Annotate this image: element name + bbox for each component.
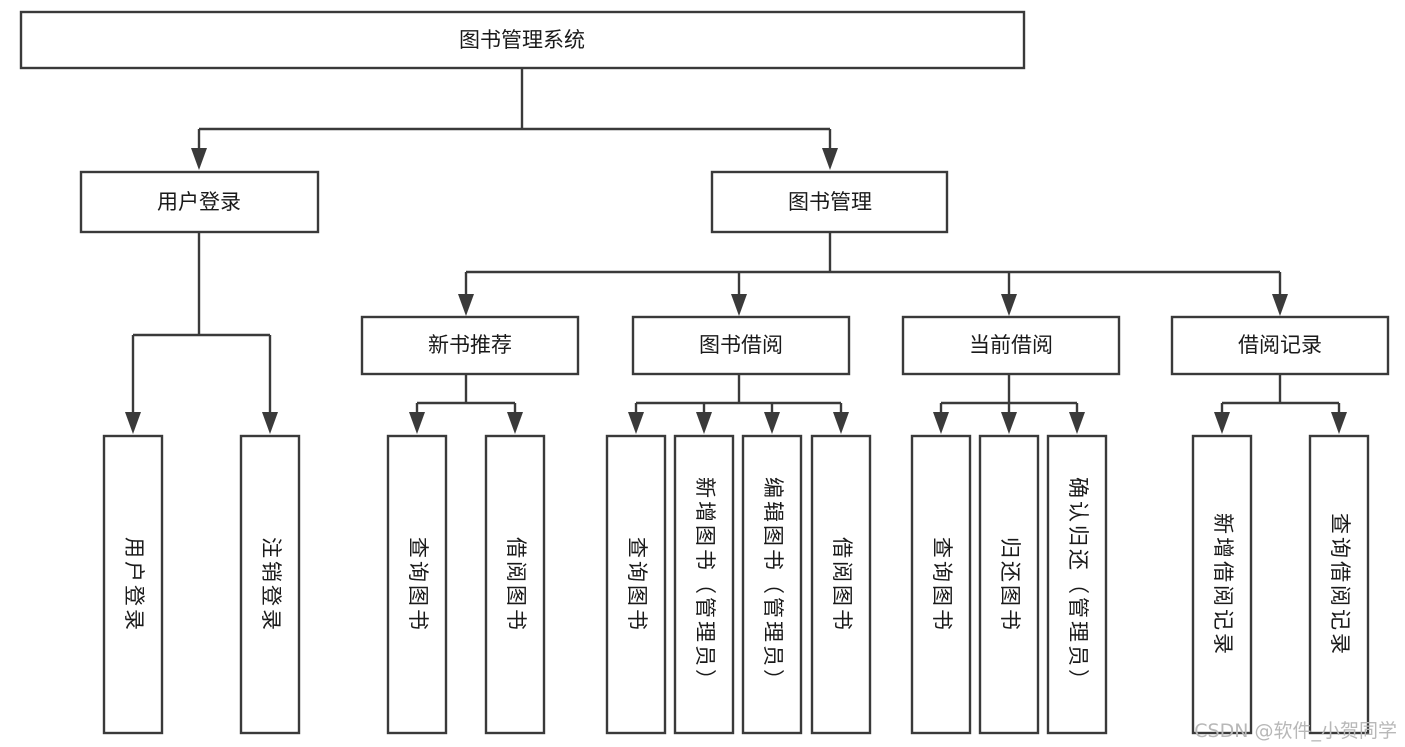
leaf-node-cb-confirm-return-box[interactable] <box>1046 434 1108 735</box>
leaf-node-bb-query-book-label: 查询图书 <box>625 537 649 633</box>
leaf-node-nb-borrow-book-label: 借阅图书 <box>504 537 528 633</box>
leaf-node-nb-query-book-box[interactable] <box>386 434 448 735</box>
node-borrow-record-box[interactable] <box>1170 315 1390 376</box>
node-root-system-box[interactable] <box>19 10 1026 70</box>
node-new-book-recommend-box[interactable] <box>360 315 580 376</box>
leaf-node-bb-edit-book-box[interactable] <box>741 434 803 735</box>
leaf-node-bb-edit-book[interactable]: 编辑图书（管理员） <box>741 434 803 735</box>
arrow-head-leaf-logout <box>262 412 278 434</box>
leaf-node-bb-query-book[interactable]: 查询图书 <box>605 434 667 735</box>
node-user-login-label: 用户登录 <box>157 190 241 214</box>
node-borrow-record-label: 借阅记录 <box>1238 333 1322 357</box>
arrow-head-cb-return <box>1001 412 1017 434</box>
node-current-borrow[interactable]: 当前借阅 <box>901 315 1121 376</box>
arrow-head-leaf-user-login <box>125 412 141 434</box>
node-book-management-label: 图书管理 <box>788 190 872 214</box>
leaf-node-bb-borrow-book-box[interactable] <box>810 434 872 735</box>
node-borrow-record[interactable]: 借阅记录 <box>1170 315 1390 376</box>
leaf-node-bb-edit-book-label: 编辑图书（管理员） <box>761 477 785 693</box>
node-book-borrow-box[interactable] <box>631 315 851 376</box>
leaf-node-bb-borrow-book-label: 借阅图书 <box>830 537 854 633</box>
leaf-node-nb-borrow-book[interactable]: 借阅图书 <box>484 434 546 735</box>
leaf-node-cb-query-book[interactable]: 查询图书 <box>910 434 972 735</box>
leaf-node-br-query-record-label: 查询借阅记录 <box>1328 513 1352 657</box>
leaf-node-bb-add-book[interactable]: 新增图书（管理员） <box>673 434 735 735</box>
arrow-head-book-borrow <box>731 294 747 316</box>
leaf-node-br-query-record-box[interactable] <box>1308 434 1370 735</box>
node-current-borrow-label: 当前借阅 <box>969 333 1053 357</box>
leaf-node-bb-add-book-label: 新增图书（管理员） <box>693 477 717 693</box>
leaf-node-br-add-record-box[interactable] <box>1191 434 1253 735</box>
leaf-node-nb-query-book-label: 查询图书 <box>406 537 430 633</box>
leaf-node-logout-box[interactable] <box>239 434 301 735</box>
leaf-node-cb-confirm-return-label: 确认归还（管理员） <box>1066 477 1090 693</box>
leaf-node-nb-query-book[interactable]: 查询图书 <box>386 434 448 735</box>
leaf-node-bb-borrow-book[interactable]: 借阅图书 <box>810 434 872 735</box>
node-root-system-label: 图书管理系统 <box>459 28 585 52</box>
arrow-head-book-mgmt <box>822 148 838 170</box>
leaf-node-br-query-record[interactable]: 查询借阅记录 <box>1308 434 1370 735</box>
arrow-head-nb-borrow <box>507 412 523 434</box>
leaf-node-bb-add-book-box[interactable] <box>673 434 735 735</box>
leaf-node-cb-confirm-return[interactable]: 确认归还（管理员） <box>1046 434 1108 735</box>
leaf-node-cb-query-book-box[interactable] <box>910 434 972 735</box>
arrow-head-nb-query <box>409 412 425 434</box>
leaf-node-br-add-record[interactable]: 新增借阅记录 <box>1191 434 1253 735</box>
leaf-node-cb-return-book-label: 归还图书 <box>998 537 1022 633</box>
node-book-borrow-label: 图书借阅 <box>699 333 783 357</box>
leaf-node-logout-label: 注销登录 <box>259 537 283 633</box>
node-new-book-recommend[interactable]: 新书推荐 <box>360 315 580 376</box>
leaf-node-br-add-record-label: 新增借阅记录 <box>1211 513 1235 657</box>
arrow-head-br-query <box>1331 412 1347 434</box>
node-book-management-box[interactable] <box>710 170 949 234</box>
leaf-node-cb-return-book-box[interactable] <box>978 434 1040 735</box>
arrow-head-bb-edit <box>764 412 780 434</box>
node-user-login-box[interactable] <box>79 170 320 234</box>
leaf-node-cb-query-book-label: 查询图书 <box>930 537 954 633</box>
connector-group <box>125 68 1347 434</box>
arrow-head-bb-query <box>628 412 644 434</box>
arrow-head-bb-borrow <box>833 412 849 434</box>
arrow-head-new-book <box>458 294 474 316</box>
leaf-node-user-login-label: 用户登录 <box>122 537 146 633</box>
node-book-management[interactable]: 图书管理 <box>710 170 949 234</box>
leaf-node-logout[interactable]: 注销登录 <box>239 434 301 735</box>
leaf-node-bb-query-book-box[interactable] <box>605 434 667 735</box>
arrow-head-user-login <box>191 148 207 170</box>
arrow-head-current-borrow <box>1001 294 1017 316</box>
node-book-borrow[interactable]: 图书借阅 <box>631 315 851 376</box>
node-new-book-recommend-label: 新书推荐 <box>428 333 512 357</box>
arrow-head-br-add <box>1214 412 1230 434</box>
node-user-login[interactable]: 用户登录 <box>79 170 320 234</box>
leaf-node-nb-borrow-book-box[interactable] <box>484 434 546 735</box>
node-current-borrow-box[interactable] <box>901 315 1121 376</box>
leaf-node-user-login-box[interactable] <box>102 434 164 735</box>
leaf-node-user-login[interactable]: 用户登录 <box>102 434 164 735</box>
arrow-head-borrow-record <box>1272 294 1288 316</box>
leaf-node-cb-return-book[interactable]: 归还图书 <box>978 434 1040 735</box>
arrow-head-cb-query <box>933 412 949 434</box>
node-root-system[interactable]: 图书管理系统 <box>19 10 1026 70</box>
arrow-head-cb-confirm <box>1069 412 1085 434</box>
arrow-head-bb-add <box>696 412 712 434</box>
